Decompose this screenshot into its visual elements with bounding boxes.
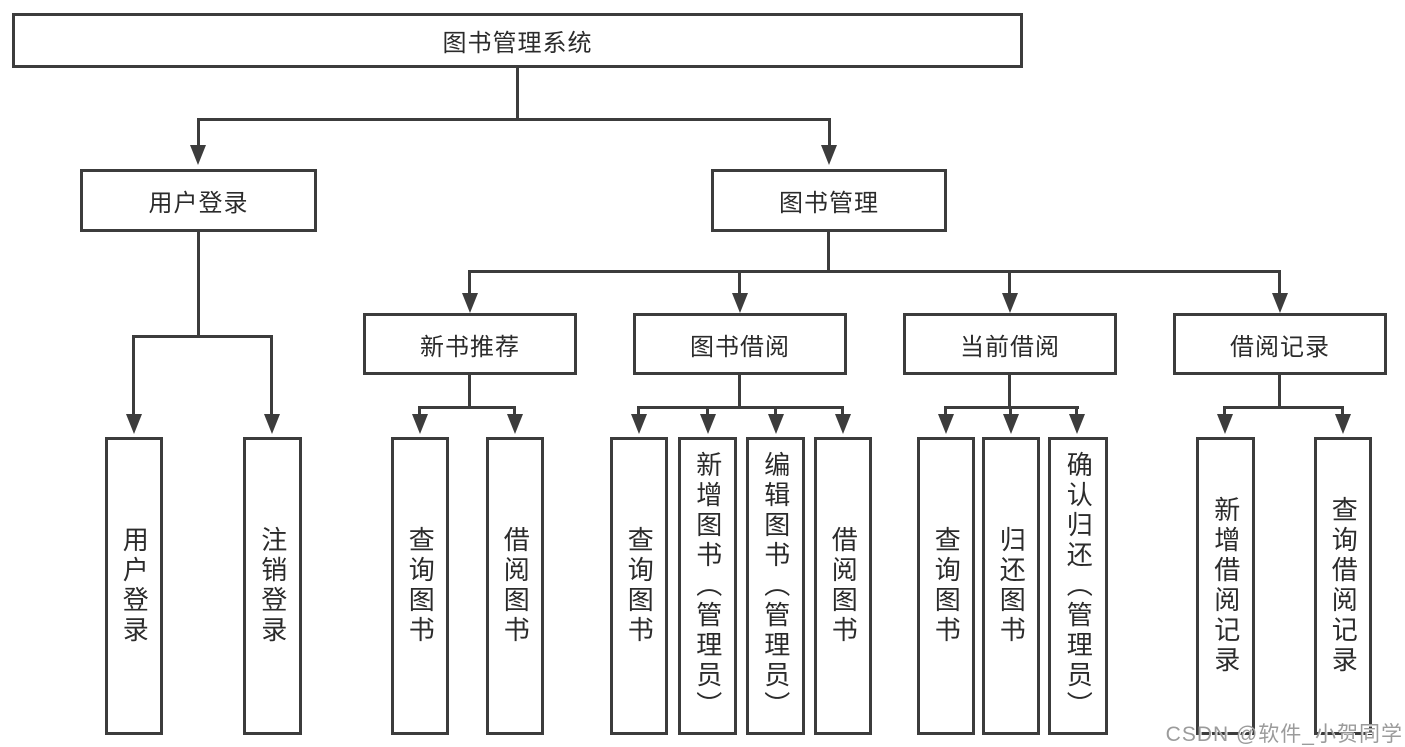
connector-drop — [841, 406, 844, 416]
connector-borrow-records-stem — [1278, 375, 1281, 406]
connector-root-stem — [516, 68, 519, 118]
connector-drop-user-login — [197, 118, 200, 146]
node-new-book-recommend: 新书推荐 — [363, 313, 577, 375]
leaf-logout: 注销登录 — [243, 437, 302, 735]
arrow-down-icon — [126, 414, 142, 434]
connector-drop — [637, 406, 640, 416]
connector-drop-book-mgmt — [828, 118, 831, 146]
arrow-down-icon — [1002, 293, 1018, 313]
connector-user-login-stem — [197, 232, 200, 335]
node-book-management: 图书管理 — [711, 169, 947, 232]
leaf-query-book-borrow: 查询图书 — [610, 437, 668, 735]
connector-new-book-rail — [419, 406, 516, 409]
arrow-down-icon — [821, 145, 837, 165]
leaf-edit-book-admin: 编辑图书（管理员） — [746, 437, 805, 735]
arrow-down-icon — [1069, 414, 1085, 434]
csdn-watermark: CSDN @软件_小贺同学 — [1165, 723, 1403, 746]
arrow-down-icon — [1272, 293, 1288, 313]
leaf-confirm-return-admin: 确认归还（管理员） — [1048, 437, 1108, 735]
leaf-add-book-admin: 新增图书（管理员） — [678, 437, 737, 735]
arrow-down-icon — [768, 414, 784, 434]
connector-drop — [418, 406, 421, 416]
arrow-down-icon — [631, 414, 647, 434]
node-book-borrow: 图书借阅 — [633, 313, 847, 375]
leaf-query-borrow-record: 查询借阅记录 — [1314, 437, 1372, 735]
arrow-down-icon — [835, 414, 851, 434]
arrow-down-icon — [700, 414, 716, 434]
connector-drop-leaf-login — [132, 335, 135, 415]
connector-root-rail — [197, 118, 831, 121]
arrow-down-icon — [732, 293, 748, 313]
connector-drop — [706, 406, 709, 416]
connector-drop-leaf-logout — [270, 335, 273, 415]
connector-borrow-records-rail — [1224, 406, 1344, 409]
connector-drop-borrow-records — [1278, 270, 1281, 295]
connector-new-book-stem — [468, 375, 471, 406]
arrow-down-icon — [938, 414, 954, 434]
leaf-query-book-current: 查询图书 — [917, 437, 975, 735]
connector-book-borrow-rail — [638, 406, 844, 409]
arrow-down-icon — [462, 293, 478, 313]
node-borrow-records: 借阅记录 — [1173, 313, 1387, 375]
connector-drop-book-borrow — [738, 270, 741, 295]
node-current-borrow: 当前借阅 — [903, 313, 1117, 375]
connector-book-mgmt-rail — [469, 270, 1281, 273]
leaf-borrow-book-recommend: 借阅图书 — [486, 437, 544, 735]
leaf-query-book-recommend: 查询图书 — [391, 437, 449, 735]
connector-drop — [513, 406, 516, 416]
connector-drop — [944, 406, 947, 416]
arrow-down-icon — [1217, 414, 1233, 434]
leaf-borrow-book: 借阅图书 — [814, 437, 872, 735]
connector-drop — [774, 406, 777, 416]
connector-drop — [1341, 406, 1344, 416]
arrow-down-icon — [1003, 414, 1019, 434]
connector-drop-new-book — [468, 270, 471, 295]
connector-drop — [1075, 406, 1078, 416]
arrow-down-icon — [1335, 414, 1351, 434]
arrow-down-icon — [412, 414, 428, 434]
node-user-login: 用户登录 — [80, 169, 317, 232]
connector-book-mgmt-stem — [827, 232, 830, 270]
arrow-down-icon — [264, 414, 280, 434]
leaf-return-book: 归还图书 — [982, 437, 1040, 735]
node-root: 图书管理系统 — [12, 13, 1023, 68]
connector-drop — [1223, 406, 1226, 416]
connector-drop — [1009, 406, 1012, 416]
arrow-down-icon — [507, 414, 523, 434]
leaf-add-borrow-record: 新增借阅记录 — [1196, 437, 1255, 735]
connector-book-borrow-stem — [738, 375, 741, 406]
connector-user-login-rail — [132, 335, 273, 338]
connector-current-borrow-stem — [1008, 375, 1011, 406]
leaf-user-login: 用户登录 — [105, 437, 163, 735]
connector-drop-current-borrow — [1008, 270, 1011, 295]
arrow-down-icon — [190, 145, 206, 165]
